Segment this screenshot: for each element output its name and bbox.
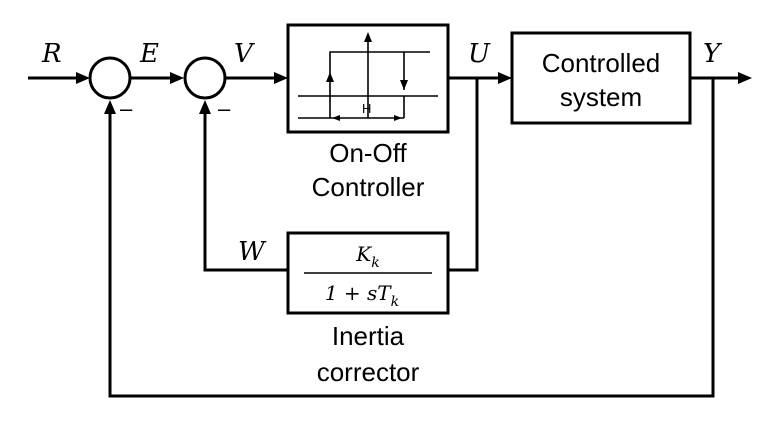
arrow-output-y [738, 72, 752, 84]
corrector-numerator: Kk [355, 242, 379, 271]
signal-label-y: Y [703, 39, 723, 69]
signal-label-e: E [139, 39, 159, 69]
denominator-main: 1 + sT [325, 281, 392, 305]
arrow-into-sum1 [76, 72, 90, 84]
hysteresis-width-label: H [362, 101, 371, 116]
arrow-into-sum1-bottom [104, 100, 116, 114]
arrow-into-sum2 [170, 72, 184, 84]
denominator-subscript: k [391, 294, 399, 310]
summing-junction-1 [88, 56, 132, 100]
numerator-main: K [355, 242, 372, 266]
arrow-into-system [498, 72, 512, 84]
sum2-minus-sign: – [218, 96, 231, 121]
signal-label-w: W [238, 237, 267, 267]
signal-label-v: V [234, 39, 255, 69]
numerator-subscript: k [371, 255, 379, 271]
controlled-system-block [510, 31, 692, 125]
controller-label-line2: Controller [312, 172, 425, 202]
line-w-feedback [203, 113, 288, 272]
line-u-to-corrector [448, 78, 479, 272]
system-label-line1: Controlled [542, 48, 661, 78]
arrow-into-sum2-bottom [199, 100, 211, 114]
line-y-feedback [108, 78, 715, 398]
controller-label-line1: On-Off [329, 138, 407, 168]
corrector-denominator: 1 + sTk [325, 281, 399, 310]
hysteresis-icon [298, 32, 438, 121]
sum1-minus-sign: – [120, 96, 133, 121]
arrow-into-controller [274, 72, 288, 84]
signal-label-r: R [41, 39, 62, 69]
signal-label-u: U [468, 39, 491, 69]
corrector-label-line1: Inertia [332, 321, 405, 351]
summing-junction-2 [183, 56, 227, 100]
corrector-label-line2: corrector [317, 357, 420, 387]
system-label-line2: system [560, 82, 642, 112]
